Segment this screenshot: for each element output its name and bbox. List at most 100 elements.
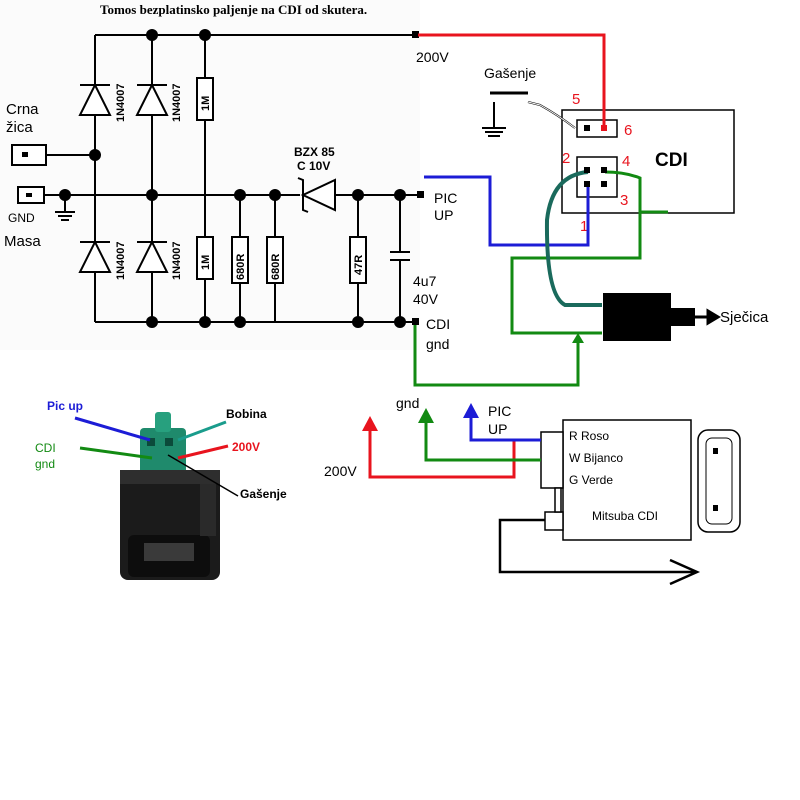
bridge-diodes <box>78 82 169 273</box>
resistor-680r-b-label: 680R <box>270 254 282 280</box>
resistor-1m-bottom <box>196 236 214 280</box>
mitsuba-output-wire <box>498 518 701 586</box>
cdi-unit-photo-pin-a <box>147 438 155 446</box>
photo-label-cdi-1: CDI <box>35 441 56 455</box>
zener-label-2: C 10V <box>297 159 330 173</box>
v200-terminal <box>412 31 419 38</box>
capacitor-label-1: 4u7 <box>413 273 437 289</box>
gnd-ground-symbol <box>55 211 75 221</box>
cdi-gnd-terminal <box>412 318 419 325</box>
crna-zica-terminal-hole <box>22 152 28 157</box>
zener-diode <box>297 177 336 213</box>
mitsuba-connector-small <box>544 511 564 531</box>
ignition-coil-nose <box>671 308 695 326</box>
cdi-pin-dots <box>584 125 607 187</box>
diode-d3-label: 1N4007 <box>115 241 127 280</box>
cdi-pin-2: 2 <box>562 150 570 167</box>
ignition-coil-body <box>603 293 671 341</box>
wire-coil-teal <box>544 170 602 307</box>
diode-d2 <box>135 82 169 116</box>
pickup-label-2: UP <box>434 207 453 223</box>
cdi-unit-photo <box>120 412 220 580</box>
mitsuba-200v-label: 200V <box>324 463 357 479</box>
cdi-unit-photo-plug <box>140 428 186 474</box>
cdi-unit-photo-plug-top <box>155 412 171 432</box>
mitsuba-wire-red <box>368 428 541 479</box>
junction-dots <box>59 29 406 328</box>
cdi-connector-upper <box>576 119 618 138</box>
diode-d1 <box>78 82 112 116</box>
pickup-terminal <box>417 191 424 198</box>
cdi-pin-1: 1 <box>580 218 588 235</box>
cdi-gnd-label-2: gnd <box>426 336 449 352</box>
masa-label: Masa <box>4 233 41 250</box>
photo-pointer-lines <box>74 416 239 497</box>
mitsuba-pic-label-2: UP <box>488 421 507 437</box>
cdi-unit-photo-window <box>144 543 194 561</box>
resistor-1m-top <box>196 77 214 121</box>
mitsuba-pic-label-1: PIC <box>488 403 511 419</box>
wire-pickup-blue <box>424 175 590 247</box>
resistor-680r-a <box>231 236 249 284</box>
mitsuba-wire-blue <box>469 415 541 442</box>
cdi-module-title: CDI <box>655 150 688 171</box>
resistor-1m-bottom-label: 1M <box>200 255 212 270</box>
v200-label: 200V <box>416 49 449 65</box>
mitsuba-coil-dot-b <box>713 505 718 511</box>
schematic-panel <box>0 0 420 350</box>
mitsuba-title: Mitsuba CDI <box>592 509 658 523</box>
wire-cdi-gnd-green <box>413 325 580 387</box>
cdi-unit-photo-shade <box>120 470 220 484</box>
diode-d1-label: 1N4007 <box>115 83 127 122</box>
mitsuba-wire-w-label: W Bijanco <box>569 451 623 465</box>
crna-zica-label-2: žica <box>6 119 33 136</box>
cdi-connector-lower <box>576 156 618 198</box>
mitsuba-arrow-green <box>418 408 434 423</box>
gasenje-label: Gašenje <box>484 65 536 81</box>
crna-zica-terminal <box>11 144 47 166</box>
mitsuba-wire-green <box>424 420 541 462</box>
gnd-terminal-hole <box>26 193 32 197</box>
resistor-680r-a-label: 680R <box>235 254 247 280</box>
resistor-680r-b <box>266 236 284 284</box>
mitsuba-arrow-red <box>362 416 378 431</box>
wire-pin4-green <box>510 170 642 335</box>
diagram-title: Tomos bezplatinsko paljenje na CDI od sk… <box>100 2 367 17</box>
mitsuba-wire-g-label: G Verde <box>569 473 613 487</box>
photo-label-200v: 200V <box>232 440 260 454</box>
mitsuba-cdi-box <box>562 419 692 541</box>
cdi-unit-photo-slot <box>200 478 216 536</box>
pickup-label-1: PIC <box>434 190 457 206</box>
resistor-1m-top-label: 1M <box>200 96 212 111</box>
resistor-47r <box>349 236 367 284</box>
capacitor-label-2: 40V <box>413 291 439 307</box>
photo-label-gasenje: Gašenje <box>240 487 287 501</box>
photo-label-bobina: Bobina <box>226 407 267 421</box>
resistors <box>196 77 367 284</box>
green-arrow-head <box>572 333 584 343</box>
diode-d4 <box>135 239 169 273</box>
mitsuba-gnd-label: gnd <box>396 395 419 411</box>
gnd-label: GND <box>8 211 35 225</box>
cdi-pin-5: 5 <box>572 91 580 108</box>
cdi-pin-3: 3 <box>620 192 628 209</box>
mitsuba-arrow-blue <box>463 403 479 418</box>
sjecica-label: Sječica <box>720 309 769 326</box>
crna-zica-label-1: Crna <box>6 101 39 118</box>
spark-arrow <box>695 308 721 326</box>
resistor-47r-label: 47R <box>353 255 365 275</box>
cdi-gnd-label-1: CDI <box>426 316 450 332</box>
mitsuba-coil-cap-inner <box>705 437 733 525</box>
kill-switch-symbol <box>482 91 576 137</box>
kill-switch-wire-inner <box>527 101 576 129</box>
mitsuba-connector-main <box>540 431 564 489</box>
cdi-pin-4: 4 <box>622 153 630 170</box>
cdi-pin-6: 6 <box>624 122 632 139</box>
mitsuba-coil-dot-a <box>713 448 718 454</box>
diode-d4-label: 1N4007 <box>171 241 183 280</box>
mitsuba-wire-r-label: R Roso <box>569 429 609 443</box>
photo-label-cdi-2: gnd <box>35 457 55 471</box>
capacitor-4u7 <box>390 251 410 261</box>
zener-label-1: BZX 85 <box>294 145 335 159</box>
